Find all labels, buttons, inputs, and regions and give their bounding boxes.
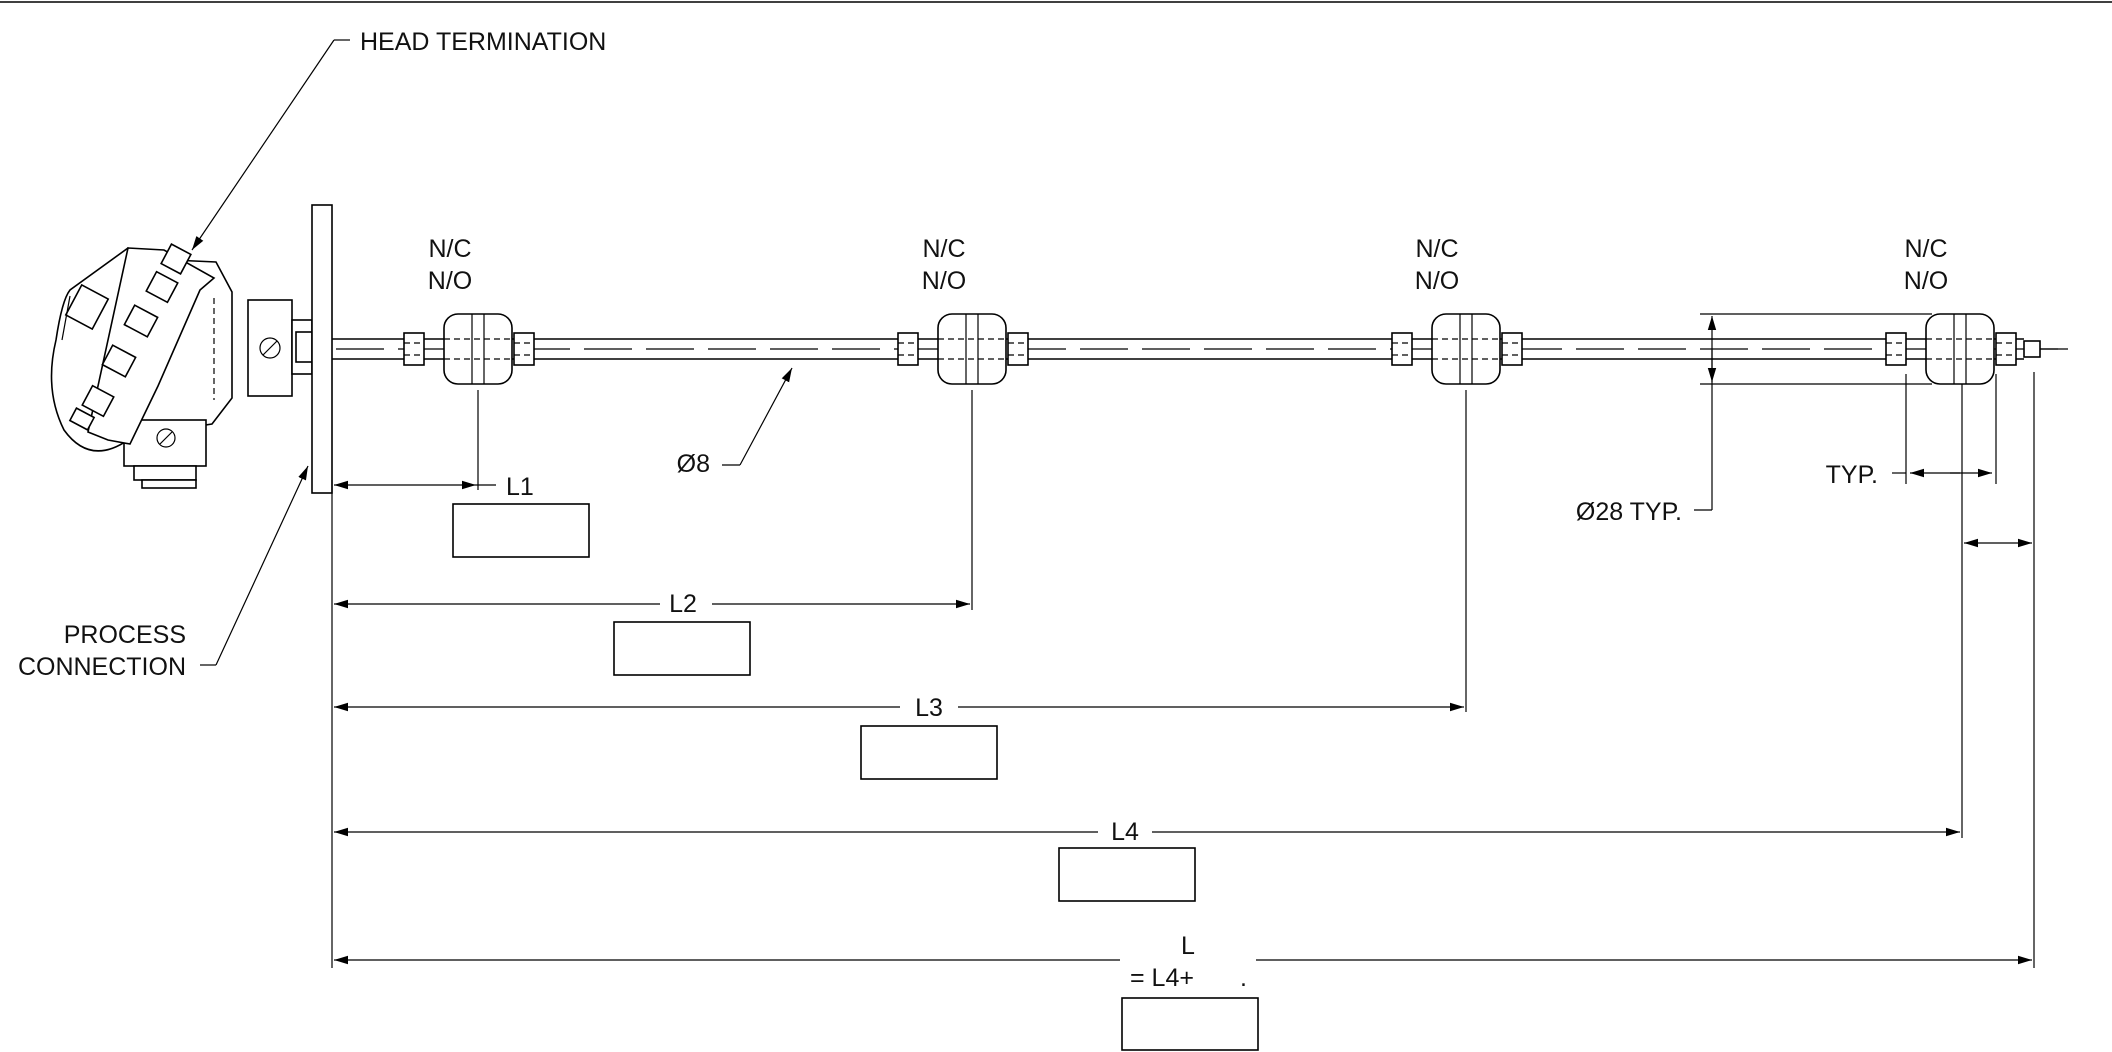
sheath-diameter-callout	[722, 367, 793, 466]
float-1-nc-label: N/C	[428, 235, 471, 263]
dimension-l4-label: L4	[1111, 818, 1139, 846]
l2-value-box[interactable]	[613, 621, 751, 676]
head-termination-callout	[191, 39, 350, 251]
head-termination	[50, 243, 293, 489]
l-total-value-box[interactable]	[1121, 997, 1259, 1051]
float-3	[1391, 313, 1523, 385]
float-length-typ-label: TYP.	[1826, 461, 1878, 489]
float-diameter-label: Ø28 TYP.	[1576, 498, 1682, 526]
l4-value-box[interactable]	[1058, 847, 1196, 902]
process-connection-label-line1: PROCESS	[64, 621, 186, 649]
process-connection	[291, 204, 333, 494]
process-connection-callout	[200, 465, 309, 666]
float-3-no-label: N/O	[1415, 267, 1459, 295]
float-1-no-label: N/O	[428, 267, 472, 295]
end-offset-dimension	[1961, 372, 2035, 968]
float-diameter-dimension	[1694, 313, 1932, 511]
float-2-no-label: N/O	[922, 267, 966, 295]
float-length-dimension	[1892, 374, 1997, 484]
l1-value-box[interactable]	[452, 503, 590, 558]
float-4-nc-label: N/C	[1904, 235, 1947, 263]
sheath-stem	[332, 338, 2068, 360]
dimension-l-formula: = L4+	[1130, 964, 1194, 992]
float-2-nc-label: N/C	[922, 235, 965, 263]
dimension-l2-label: L2	[669, 590, 697, 618]
dimension-l-formula-dot: .	[1240, 964, 1247, 992]
float-2	[897, 313, 1029, 385]
dimension-l3-label: L3	[915, 694, 943, 722]
sheath-diameter-label: Ø8	[677, 450, 710, 478]
float-4-no-label: N/O	[1904, 267, 1948, 295]
dimension-l1-label: L1	[506, 473, 534, 501]
float-4	[1885, 313, 2017, 385]
process-connection-label-line2: CONNECTION	[18, 653, 186, 681]
dimension-l-label: L	[1181, 932, 1195, 960]
head-termination-label: HEAD TERMINATION	[360, 28, 606, 56]
float-1	[403, 313, 535, 385]
float-3-nc-label: N/C	[1415, 235, 1458, 263]
l3-value-box[interactable]	[860, 725, 998, 780]
length-dimension-lines	[331, 390, 2032, 968]
